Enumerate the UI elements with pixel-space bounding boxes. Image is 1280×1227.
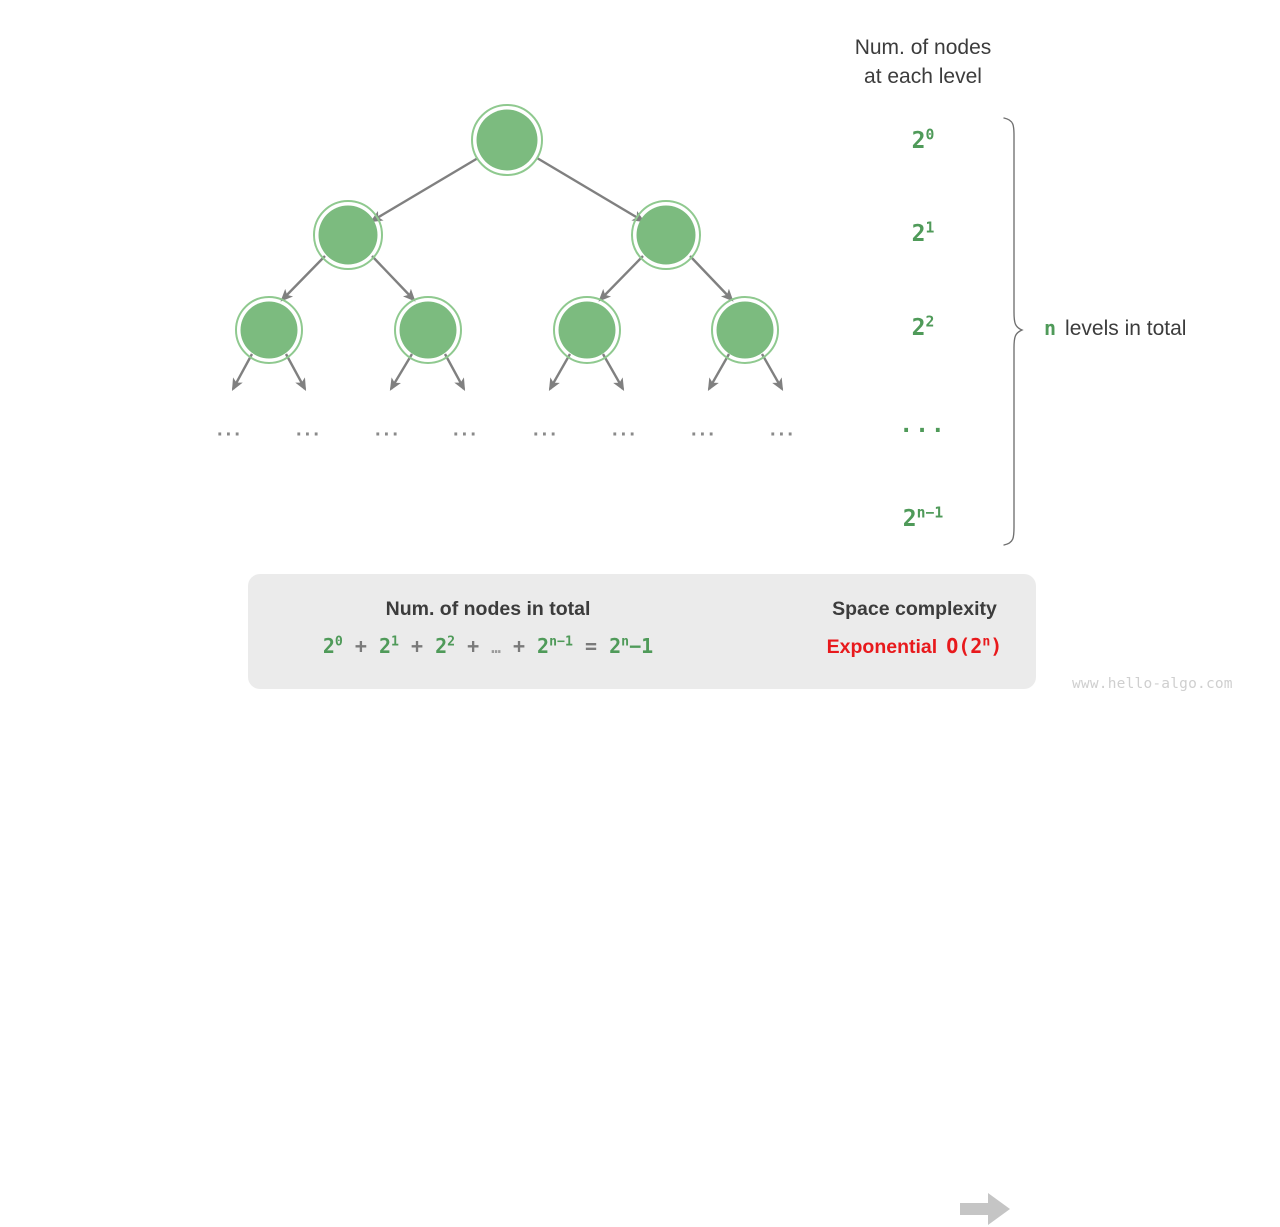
- edge-l1b-left: [598, 255, 644, 302]
- tree-node-l1-0: [313, 200, 383, 270]
- edge-root-right: [536, 156, 645, 223]
- tree-nodes: [235, 104, 779, 364]
- tree-node-l1-1: [631, 200, 701, 270]
- tree-ellipsis-row: ··· ··· ··· ··· ··· ··· ··· ···: [190, 424, 850, 446]
- total-levels-label: n levels in total: [1044, 316, 1186, 341]
- level-count-1: 21: [911, 219, 935, 247]
- level-count-ellipsis: ···: [899, 418, 947, 444]
- level-count-n-1: 2n−1: [902, 504, 944, 532]
- summary-left: Num. of nodes in total 20 + 21 + 22 + … …: [248, 598, 728, 658]
- edge-l2b-left: [389, 353, 414, 391]
- tree-ellipsis: ···: [453, 424, 479, 446]
- column-header-line-2: at each level: [864, 65, 982, 88]
- edge-l2c-right: [601, 353, 625, 391]
- summary-right-title: Space complexity: [832, 598, 997, 620]
- tree-node-root: [471, 104, 543, 176]
- watermark: www.hello-algo.com: [1072, 676, 1233, 692]
- edge-l1a-right: [371, 255, 416, 302]
- edge-l1b-right: [689, 255, 734, 302]
- edge-l1a-left: [280, 255, 326, 302]
- tree-node-l2-2: [553, 296, 621, 364]
- edge-l2b-right: [443, 353, 466, 391]
- summary-box: Num. of nodes in total 20 + 21 + 22 + … …: [248, 574, 1036, 1225]
- level-count-0: 20: [911, 126, 935, 154]
- tree-ellipsis: ···: [375, 424, 401, 446]
- edge-l2a-right: [284, 353, 307, 391]
- tree-ellipsis: ···: [296, 424, 322, 446]
- summary-right: Space complexity Exponential O(2n): [793, 598, 1036, 659]
- tree-ellipsis: ···: [217, 424, 243, 446]
- column-header-line-1: Num. of nodes: [854, 36, 992, 59]
- tree-node-l2-1: [394, 296, 462, 364]
- edge-root-left: [370, 156, 479, 223]
- tree-ellipsis: ···: [533, 424, 559, 446]
- levels-brace: [1003, 117, 1024, 546]
- tree-ellipsis: ···: [691, 424, 717, 446]
- tree-ellipsis: ···: [612, 424, 638, 446]
- tree-node-l2-0: [235, 296, 303, 364]
- summary-right-value: Exponential O(2n): [793, 634, 1036, 659]
- level-count-2: 22: [911, 313, 935, 341]
- levels-text: levels in total: [1065, 317, 1187, 340]
- implies-arrow-icon: [960, 1193, 1010, 1225]
- diagram-canvas: [231, 104, 1024, 546]
- edge-l2d-right: [760, 353, 784, 391]
- column-header: Num. of nodes at each level: [793, 33, 1053, 91]
- tree-edges: [231, 156, 784, 391]
- levels-variable: n: [1044, 316, 1057, 340]
- tree-ellipsis: ···: [770, 424, 796, 446]
- summary-left-formula: 20 + 21 + 22 + … + 2n−1 = 2n−1: [322, 634, 654, 658]
- edge-l2c-left: [548, 353, 572, 391]
- complexity-word: Exponential: [826, 636, 938, 658]
- tree-node-l2-3: [711, 296, 779, 364]
- edge-l2d-left: [707, 353, 731, 391]
- complexity-notation: O(2n): [946, 634, 1003, 658]
- summary-left-title: Num. of nodes in total: [385, 598, 591, 620]
- edge-l2a-left: [231, 353, 254, 391]
